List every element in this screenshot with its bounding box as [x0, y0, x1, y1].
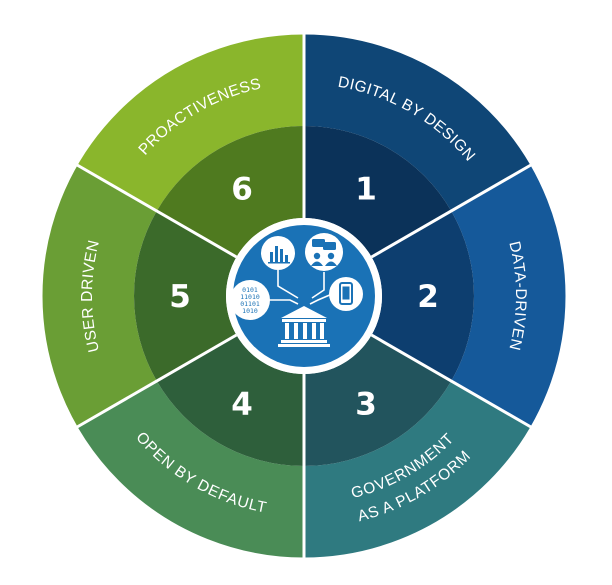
outer-segment-4 — [77, 381, 304, 558]
center-hub: 0101 11010 01101 1010 — [226, 218, 382, 374]
svg-text:11010: 11010 — [240, 293, 260, 301]
bar-chart-icon — [261, 236, 295, 270]
outer-segment-1 — [304, 34, 531, 211]
divider-line — [370, 162, 534, 259]
segment-label-2: DATA-DRIVEN — [505, 240, 529, 352]
divider-line — [370, 333, 534, 430]
segment-number-2: 2 — [417, 279, 439, 315]
smartphone-icon — [329, 277, 363, 311]
segment-number-1: 1 — [355, 172, 377, 208]
outer-segment-5 — [41, 165, 157, 427]
inner-segment-5 — [134, 211, 237, 381]
outer-edge — [41, 33, 567, 559]
segment-number-5: 5 — [169, 279, 191, 315]
inner-segment-1 — [304, 126, 452, 257]
segment-number-4: 4 — [231, 386, 253, 422]
outer-ring — [41, 34, 566, 558]
inner-ring — [134, 126, 474, 466]
svg-text:0101: 0101 — [242, 286, 258, 294]
outer-segment-3 — [304, 381, 531, 558]
segment-label-5: USER DRIVEN — [79, 238, 103, 354]
segment-number-3: 3 — [355, 386, 377, 422]
svg-text:01101: 01101 — [240, 300, 260, 308]
inner-segment-6 — [156, 126, 304, 257]
binary-data-icon: 0101 11010 01101 1010 — [230, 280, 270, 320]
svg-text:1010: 1010 — [242, 307, 258, 315]
divider-line — [74, 162, 238, 259]
outer-segment-6 — [77, 34, 304, 211]
divider-line — [74, 333, 238, 430]
segment-number-6: 6 — [231, 172, 253, 208]
inner-segment-4 — [156, 335, 304, 466]
government-building-icon — [278, 306, 330, 347]
connector-lines — [262, 270, 333, 305]
outer-segment-2 — [451, 165, 566, 427]
inner-segment-3 — [304, 335, 452, 466]
segment-numbers: 1 2 3 4 5 6 — [169, 172, 439, 423]
segment-dividers — [41, 32, 567, 560]
inner-segment-2 — [371, 211, 474, 381]
people-chat-icon — [305, 233, 343, 271]
